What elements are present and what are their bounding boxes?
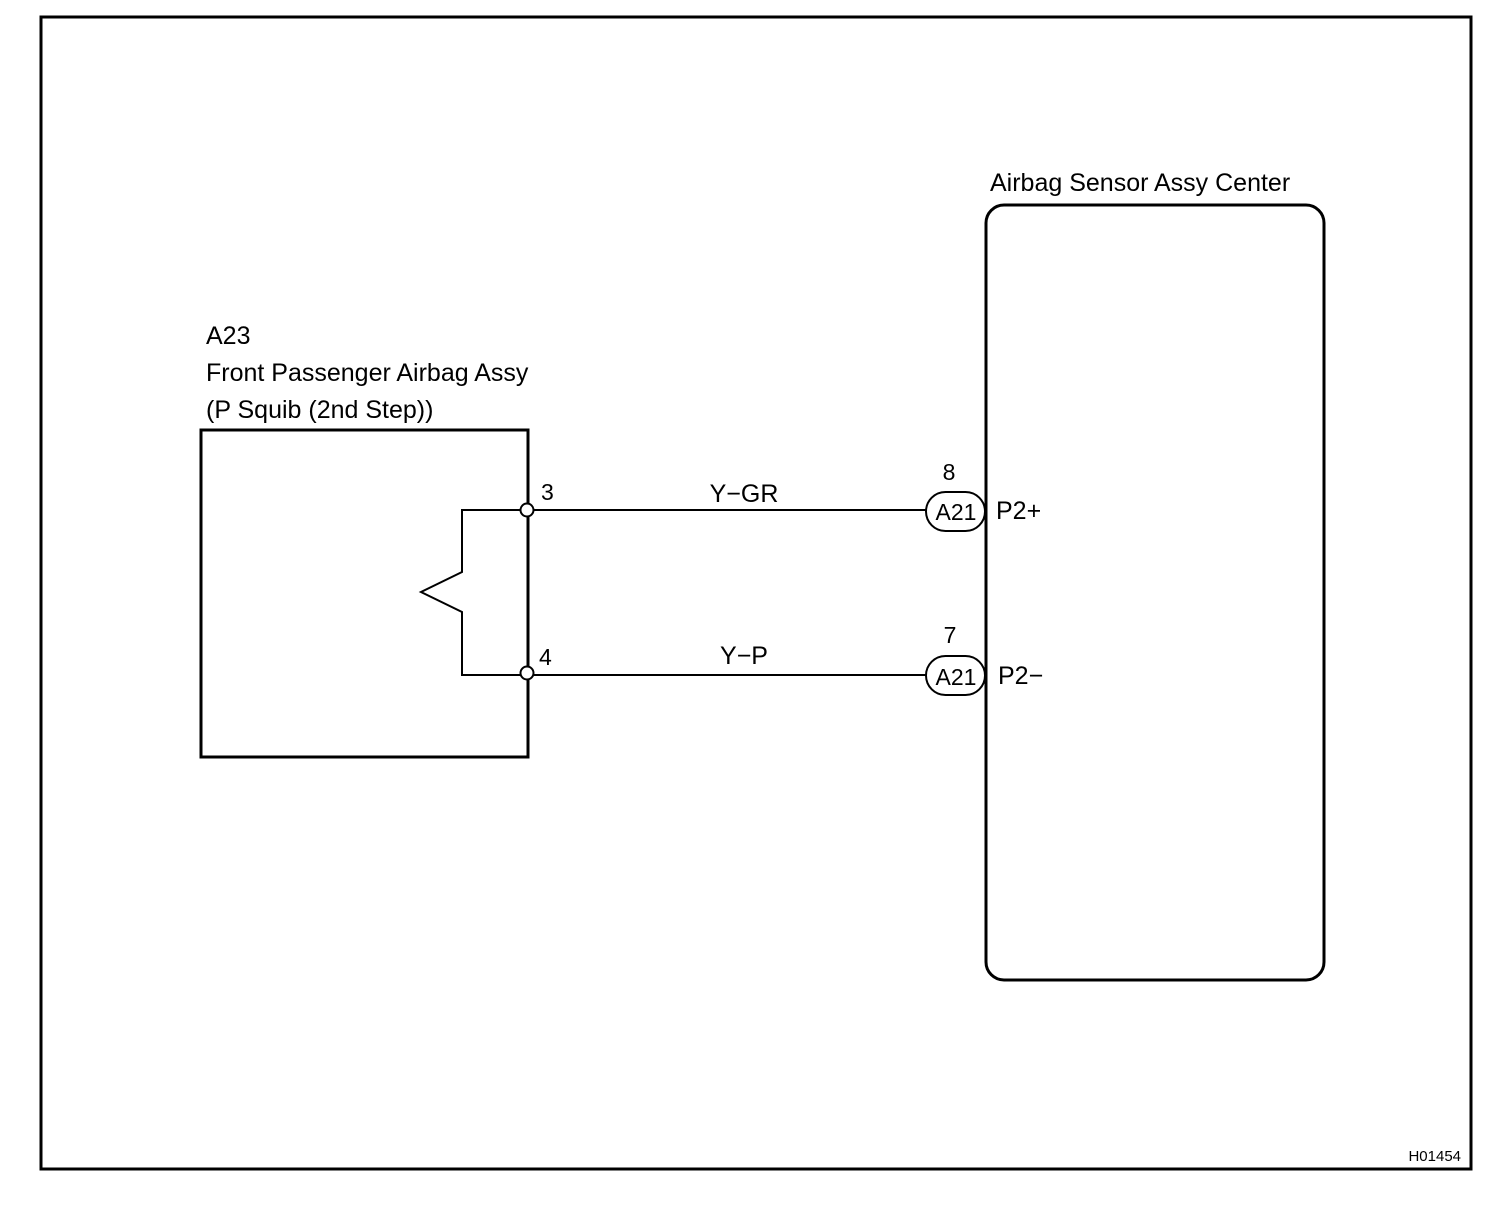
- squib-code-label: A23: [206, 322, 250, 350]
- pin-4-label: 4: [539, 644, 552, 670]
- squib-detail-label: (P Squib (2nd Step)): [206, 396, 433, 424]
- terminal-p2-minus-label: P2−: [998, 662, 1043, 690]
- wire-color-y-gr: Y−GR: [710, 480, 779, 508]
- sensor-component: Airbag Sensor Assy Center: [984, 169, 1326, 982]
- pin-3-label: 3: [541, 479, 554, 505]
- pin-terminal-3: [519, 502, 535, 518]
- pin-7-label: 7: [944, 622, 957, 648]
- wire-y-p: 4 Y−P A21 7 P2−: [519, 622, 1043, 696]
- sensor-box: [984, 203, 1326, 982]
- sensor-name-label: Airbag Sensor Assy Center: [990, 169, 1290, 197]
- squib-component: A23 Front Passenger Airbag Assy (P Squib…: [199, 322, 530, 759]
- connector-a21-label: A21: [936, 499, 977, 525]
- pin-terminal-4: [519, 665, 535, 681]
- pin-8-label: 8: [943, 459, 956, 485]
- squib-resistor-symbol: [418, 509, 527, 676]
- diagram-frame: [39, 15, 1473, 1171]
- connector-a21-label: A21: [936, 664, 977, 690]
- wire-color-y-p: Y−P: [720, 642, 768, 670]
- squib-name-label: Front Passenger Airbag Assy: [206, 359, 529, 387]
- wire-y-gr: 3 Y−GR A21 8 P2+: [519, 459, 1041, 532]
- drawing-id-label: H01454: [1408, 1148, 1461, 1165]
- squib-box: [199, 428, 530, 759]
- terminal-p2-plus-label: P2+: [996, 497, 1041, 525]
